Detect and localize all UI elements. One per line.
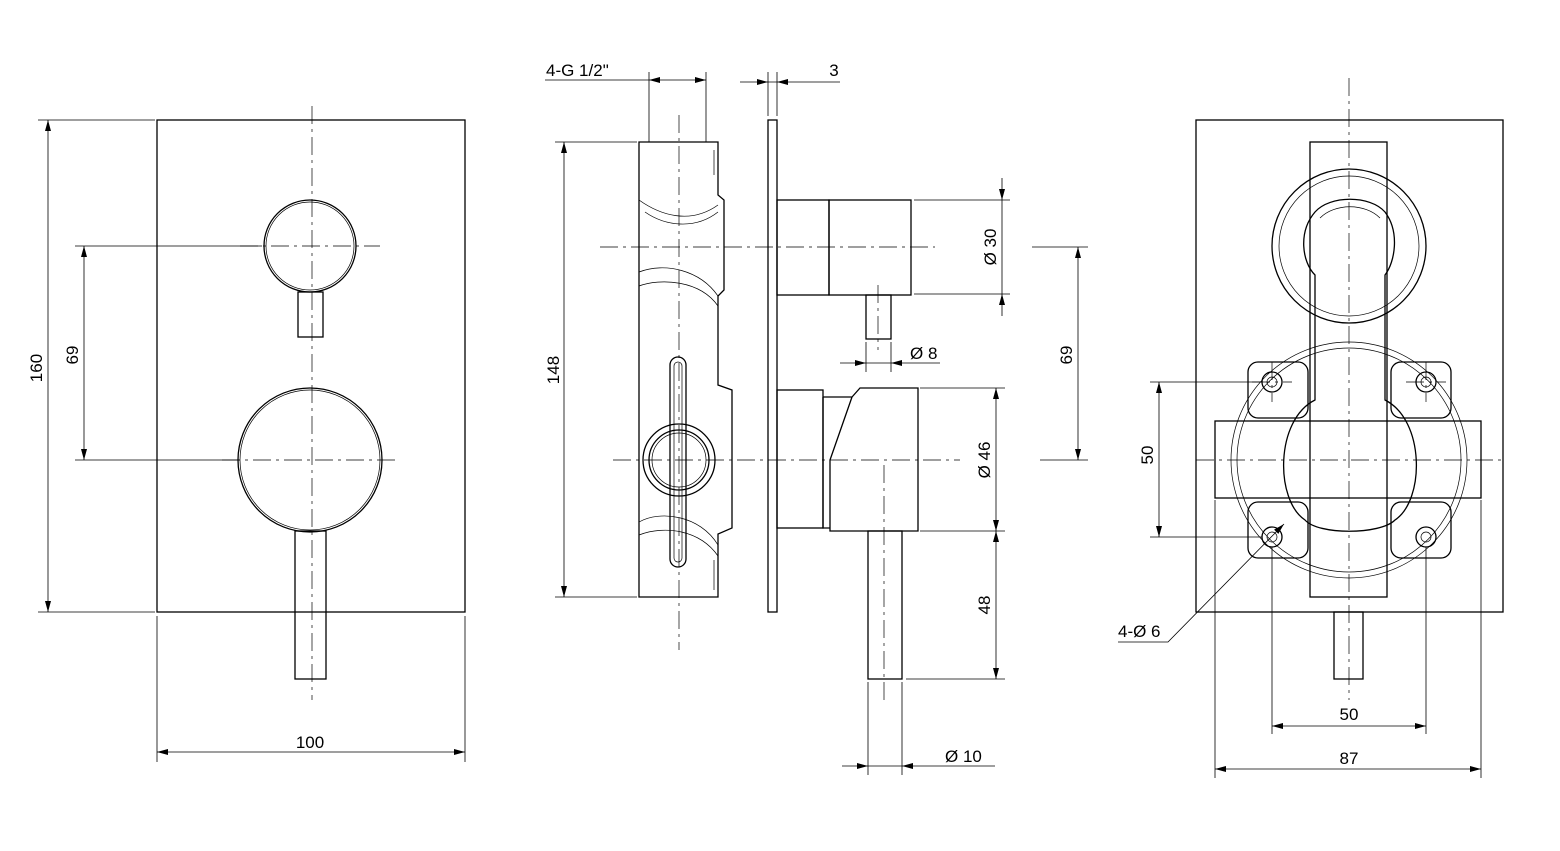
side-lever-len-label: 48 bbox=[975, 596, 994, 615]
side-stem-dia-label: Ø 8 bbox=[910, 344, 937, 363]
front-height-label: 160 bbox=[27, 354, 46, 382]
side-lower-knob bbox=[823, 387, 919, 532]
rear-width-label: 87 bbox=[1340, 749, 1359, 768]
side-upper-cartridge bbox=[776, 199, 830, 296]
side-valve-body bbox=[638, 141, 733, 598]
side-lever-dia-label: Ø 10 bbox=[945, 747, 982, 766]
side-spacing-label: 69 bbox=[1057, 346, 1076, 365]
front-view: 160 69 100 bbox=[27, 106, 466, 762]
side-wall-plate bbox=[767, 119, 778, 613]
rear-view: 50 4-Ø 6 50 87 bbox=[1118, 78, 1504, 778]
rear-holes-label: 4-Ø 6 bbox=[1118, 622, 1161, 641]
side-body-label: 148 bbox=[544, 356, 563, 384]
side-upper-stem bbox=[865, 294, 892, 340]
front-upper-stem bbox=[297, 291, 324, 338]
rear-hole-vspacing-label: 50 bbox=[1138, 446, 1157, 465]
front-cover-plate bbox=[156, 119, 466, 613]
rear-hole-hspacing-label: 50 bbox=[1340, 705, 1359, 724]
side-inlets-label: 4-G 1/2" bbox=[546, 61, 609, 80]
front-spacing-label: 69 bbox=[63, 346, 82, 365]
rear-stem bbox=[1333, 611, 1364, 680]
rear-vertical-bar bbox=[1309, 141, 1388, 598]
rear-cover-plate bbox=[1195, 119, 1504, 613]
side-lever-handle bbox=[867, 530, 903, 680]
side-lower-dia-label: Ø 46 bbox=[975, 442, 994, 479]
side-upper-knob bbox=[828, 199, 912, 296]
rear-valve-body bbox=[1282, 198, 1418, 532]
rear-cross-arm bbox=[1214, 420, 1482, 499]
front-width-label: 100 bbox=[296, 733, 324, 752]
front-lever-handle bbox=[294, 530, 327, 680]
side-plate-label: 3 bbox=[829, 61, 838, 80]
side-view: 4-G 1/2" 3 148 Ø 30 Ø 8 Ø 46 48 Ø 10 bbox=[544, 61, 1088, 775]
side-upper-dia-label: Ø 30 bbox=[981, 229, 1000, 266]
